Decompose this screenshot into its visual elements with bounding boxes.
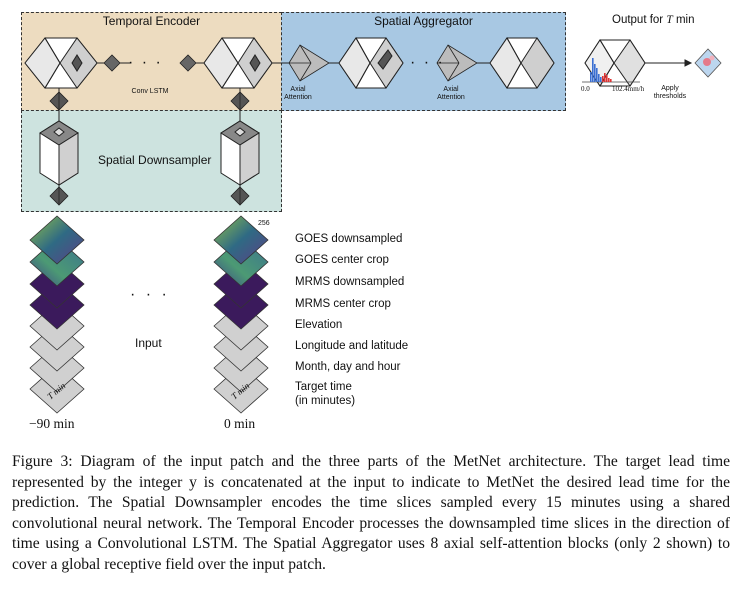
arrow <box>58 88 241 187</box>
thresholded-output-icon <box>694 48 722 78</box>
input-ellipsis: · · · <box>130 286 170 303</box>
input-label: Input <box>135 336 162 350</box>
apply-thresholds-label: Apply thresholds <box>653 85 687 100</box>
legend-target-time: Target time <box>295 381 352 393</box>
aggregator-prism-left <box>338 37 404 89</box>
aggregator-prism-right <box>489 37 555 89</box>
aggregator-ellipsis: · · · <box>410 54 445 71</box>
spatial-downsampler-title: Spatial Downsampler <box>98 153 212 167</box>
axial-attention-label: Axial Attention <box>284 86 312 101</box>
legend-target-time-units: (in minutes) <box>295 395 356 407</box>
legend-goes-center-crop: GOES center crop <box>295 254 389 266</box>
downsampler-prism-left <box>39 120 79 186</box>
patch-size-label: 256 <box>258 220 270 227</box>
temporal-encoder-title: Temporal Encoder <box>102 14 201 28</box>
output-axis-max: 102.4mm/h <box>612 85 645 93</box>
legend-month-day-hour: Month, day and hour <box>295 361 401 373</box>
legend-elevation: Elevation <box>295 319 343 331</box>
lstm-cell-icon <box>103 54 197 72</box>
input-stack-left <box>29 215 85 414</box>
downsampler-prism-right <box>220 120 260 186</box>
legend-mrms-downsampled: MRMS downsampled <box>295 276 405 288</box>
output-histogram <box>582 58 640 83</box>
encoder-prism-right <box>203 37 273 89</box>
conv-lstm-label: Conv LSTM <box>131 88 169 95</box>
output-axis-min: 0.0 <box>581 85 590 93</box>
encoder-ellipsis: · · · <box>128 54 163 71</box>
output-title: Output for T min <box>612 14 694 26</box>
encoder-prism-left <box>24 37 98 89</box>
legend-goes-downsampled: GOES downsampled <box>295 233 403 245</box>
spatial-aggregator-title: Spatial Aggregator <box>374 14 473 28</box>
legend-mrms-center-crop: MRMS center crop <box>295 298 391 310</box>
architecture-diagram <box>24 37 722 414</box>
axial-attention-label: Axial Attention <box>437 86 465 101</box>
output-title-var: T <box>666 14 673 26</box>
output-title-suffix: min <box>672 14 695 26</box>
legend-longitude-latitude: Longitude and latitude <box>295 340 409 352</box>
output-title-prefix: Output for <box>612 14 667 26</box>
arrow <box>645 59 693 67</box>
downsampler-arrow-icon <box>49 91 250 206</box>
time-label-left: −90 min <box>29 416 75 431</box>
time-label-right: 0 min <box>224 416 256 431</box>
input-stack-right <box>213 215 269 414</box>
output-prism <box>584 39 646 87</box>
figure-caption: Figure 3: Diagram of the input patch and… <box>12 453 730 573</box>
